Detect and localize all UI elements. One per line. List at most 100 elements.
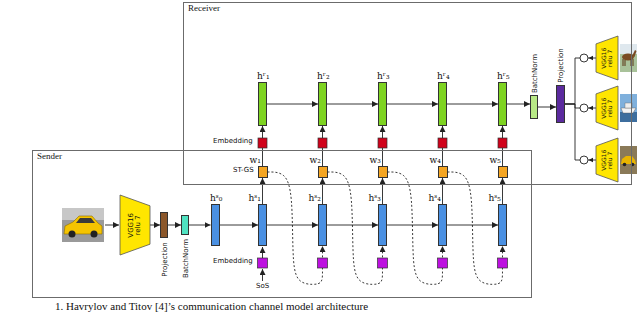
connector <box>267 104 318 105</box>
connector <box>442 178 443 204</box>
vgg-encoder: VGG16 relu 7 <box>120 195 150 255</box>
car-body <box>621 156 636 164</box>
horse-neck <box>632 50 637 57</box>
embedding-square <box>498 258 508 268</box>
node-label: w₄ <box>430 156 441 165</box>
embedding-square <box>258 258 268 268</box>
receiver-state: hʳ₃ <box>378 82 387 126</box>
node-label: w₂ <box>310 156 321 165</box>
input-arrow <box>262 247 263 258</box>
car-image <box>620 146 637 174</box>
receiver-state: hʳ₁ <box>258 82 267 126</box>
layer-name: VGG16 relu 7 <box>601 96 614 120</box>
arrow-head <box>589 56 594 60</box>
node-label: hʳ₄ <box>437 72 450 81</box>
node-label: hˢ₅ <box>489 194 501 203</box>
node-label: w₁ <box>250 156 261 165</box>
embedding-square <box>318 258 328 268</box>
embedding-label: Embedding <box>213 138 253 145</box>
receiver-state: hʳ₂ <box>318 82 327 126</box>
projection-layer: Projection <box>160 212 168 238</box>
car-image <box>62 208 104 242</box>
connector <box>189 225 211 226</box>
vgg-trapezoid <box>596 36 618 80</box>
node-label: hˢ₂ <box>309 194 321 203</box>
vgg-trapezoid <box>596 86 618 130</box>
vgg-encoder: VGG16 relu 7 <box>596 86 618 130</box>
car-wheel <box>91 231 98 238</box>
word-token: w₄ <box>438 166 448 178</box>
embedding-square <box>258 138 267 148</box>
car-wheel <box>623 163 627 167</box>
sender-state: hˢ₄ <box>438 204 447 246</box>
figure-caption: 1. Havrylov and Titov [4]’s communicatio… <box>55 300 368 312</box>
receiver-state: hʳ₅ <box>498 82 507 126</box>
node-label: BatchNorm <box>532 54 539 93</box>
feedback-connector <box>328 172 383 284</box>
feedback-connector <box>388 172 443 284</box>
node-label: hʳ₂ <box>317 72 330 81</box>
batchnorm-layer: BatchNorm <box>181 215 189 235</box>
connector <box>507 104 530 105</box>
image-sky <box>620 94 637 122</box>
connector <box>262 178 263 204</box>
connector <box>150 225 160 226</box>
embedding-square <box>438 258 448 268</box>
vgg-trapezoid <box>596 138 618 182</box>
vgg-trapezoid <box>120 195 150 255</box>
image-water <box>620 112 637 122</box>
connector <box>502 178 503 204</box>
connector <box>387 104 438 105</box>
connector <box>382 178 383 204</box>
layer-name: VGG16 relu 7 <box>601 148 614 172</box>
connector <box>447 104 498 105</box>
connector <box>322 178 323 204</box>
layer-name: VGG16 relu 7 <box>128 210 143 240</box>
car-body <box>64 216 102 234</box>
dot-product-circle <box>580 54 588 62</box>
node-label: hʳ₃ <box>377 72 390 81</box>
embedding-square <box>498 138 507 148</box>
sender-state: hˢ₅ <box>498 204 507 246</box>
start-token-label: SoS <box>256 283 269 290</box>
car-wheel <box>69 231 76 238</box>
word-token: w₂ <box>318 166 328 178</box>
node-label: BatchNorm <box>183 239 190 278</box>
panel-title: Sender <box>37 152 62 161</box>
projection-layer: Projection <box>556 85 565 123</box>
embedding-square <box>438 138 447 148</box>
input-arrow <box>105 225 119 226</box>
connector <box>565 58 596 104</box>
image-ground <box>62 208 104 242</box>
car-window <box>76 218 95 223</box>
node-label: Projection <box>161 242 168 277</box>
sender-state: hˢ₃ <box>378 204 387 246</box>
node-label: hʳ₅ <box>497 72 510 81</box>
connector <box>565 104 596 160</box>
connector <box>168 225 181 226</box>
image-ground <box>620 146 637 174</box>
layer-name: VGG16 relu 7 <box>601 46 614 70</box>
ship-image <box>620 94 637 122</box>
arrow-head <box>589 158 594 162</box>
sender-state: hˢ₂ <box>318 204 327 246</box>
word-token: w₅ <box>498 166 508 178</box>
node-label: hˢ₃ <box>369 194 381 203</box>
arrow-head <box>589 106 594 110</box>
node-label: hˢ₄ <box>429 194 441 203</box>
ship-hull <box>621 108 636 113</box>
connector <box>538 107 556 108</box>
node-label: hˢ₀ <box>210 194 222 203</box>
feedback-connector <box>448 172 503 284</box>
connector <box>220 225 259 226</box>
sender-state: hˢ₀ <box>211 204 220 246</box>
dot-product-circle <box>580 104 588 112</box>
node-label: Projection <box>558 48 565 83</box>
vgg-encoder: VGG16 relu 7 <box>596 138 618 182</box>
panel-title: Receiver <box>188 4 220 13</box>
horse-image <box>620 44 637 72</box>
feedback-connector <box>268 172 323 284</box>
batchnorm-layer: BatchNorm <box>530 95 538 119</box>
receiver-state: hʳ₄ <box>438 82 447 126</box>
